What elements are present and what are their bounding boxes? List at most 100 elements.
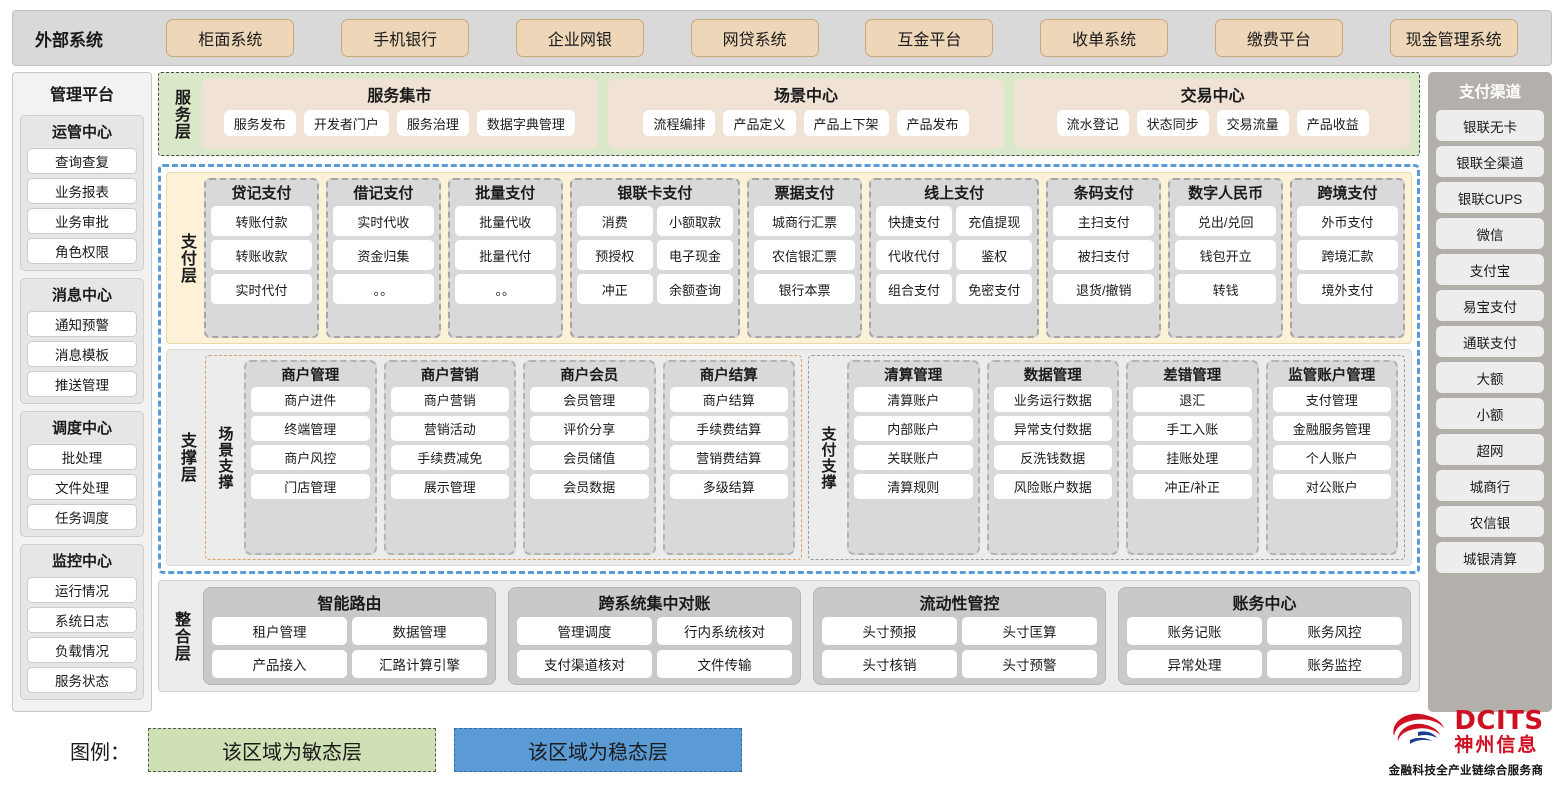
payment-channel-item[interactable]: 银联无卡 <box>1436 110 1544 141</box>
support-item[interactable]: 商户进件 <box>251 387 370 412</box>
payment-channel-item[interactable]: 小额 <box>1436 398 1544 429</box>
payment-channel-item[interactable]: 银联CUPS <box>1436 182 1544 213</box>
payment-item[interactable]: 境外支付 <box>1297 274 1398 304</box>
payment-item[interactable]: 快捷支付 <box>875 206 953 236</box>
external-system-chip[interactable]: 互金平台 <box>865 19 994 57</box>
payment-item[interactable]: 转账付款 <box>211 206 312 236</box>
payment-item[interactable]: 免密支付 <box>956 274 1033 304</box>
integration-item[interactable]: 产品接入 <box>212 650 347 678</box>
payment-channel-item[interactable]: 通联支付 <box>1436 326 1544 357</box>
support-item[interactable]: 内部账户 <box>854 416 973 441</box>
payment-item[interactable]: 。。 <box>332 274 434 304</box>
service-item[interactable]: 状态同步 <box>1136 110 1209 136</box>
external-system-chip[interactable]: 缴费平台 <box>1214 19 1343 57</box>
service-item[interactable]: 产品上下架 <box>803 110 889 136</box>
payment-item[interactable]: 冲正 <box>576 274 653 304</box>
support-item[interactable]: 展示管理 <box>390 474 509 499</box>
service-item[interactable]: 开发者门户 <box>303 110 389 136</box>
support-item[interactable]: 支付管理 <box>1272 387 1391 412</box>
support-item[interactable]: 个人账户 <box>1272 445 1391 470</box>
support-item[interactable]: 反洗钱数据 <box>993 445 1112 470</box>
support-item[interactable]: 清算规则 <box>854 474 973 499</box>
support-item[interactable]: 商户营销 <box>390 387 509 412</box>
service-item[interactable]: 服务发布 <box>223 110 296 136</box>
payment-item[interactable]: 小额取款 <box>656 206 734 236</box>
management-item[interactable]: 业务审批 <box>27 208 137 234</box>
payment-channel-item[interactable]: 支付宝 <box>1436 254 1544 285</box>
external-system-chip[interactable]: 柜面系统 <box>166 19 295 57</box>
external-system-chip[interactable]: 手机银行 <box>341 19 470 57</box>
service-item[interactable]: 数据字典管理 <box>476 110 575 136</box>
integration-item[interactable]: 支付渠道核对 <box>517 650 652 678</box>
support-item[interactable]: 业务运行数据 <box>993 387 1112 412</box>
payment-channel-item[interactable]: 超网 <box>1436 434 1544 465</box>
payment-channel-item[interactable]: 银联全渠道 <box>1436 146 1544 177</box>
management-item[interactable]: 负载情况 <box>27 637 137 663</box>
support-item[interactable]: 门店管理 <box>251 474 370 499</box>
support-item[interactable]: 多级结算 <box>669 474 788 499</box>
integration-item[interactable]: 头寸预报 <box>822 617 957 645</box>
payment-item[interactable]: 钱包开立 <box>1175 240 1277 270</box>
support-item[interactable]: 会员储值 <box>530 445 649 470</box>
payment-item[interactable]: 鉴权 <box>956 240 1033 270</box>
management-item[interactable]: 任务调度 <box>27 504 137 530</box>
support-item[interactable]: 会员数据 <box>530 474 649 499</box>
support-item[interactable]: 清算账户 <box>854 387 973 412</box>
management-item[interactable]: 查询查复 <box>27 148 137 174</box>
support-item[interactable]: 风险账户数据 <box>993 474 1112 499</box>
payment-item[interactable]: 转钱 <box>1175 274 1277 304</box>
service-item[interactable]: 服务治理 <box>396 110 469 136</box>
payment-item[interactable]: 资金归集 <box>332 240 434 270</box>
management-item[interactable]: 系统日志 <box>27 607 137 633</box>
support-item[interactable]: 终端管理 <box>251 416 370 441</box>
support-item[interactable]: 挂账处理 <box>1133 445 1252 470</box>
integration-item[interactable]: 行内系统核对 <box>657 617 792 645</box>
payment-item[interactable]: 外币支付 <box>1297 206 1398 236</box>
management-item[interactable]: 文件处理 <box>27 474 137 500</box>
management-item[interactable]: 服务状态 <box>27 667 137 693</box>
management-item[interactable]: 业务报表 <box>27 178 137 204</box>
payment-item[interactable]: 代收代付 <box>875 240 953 270</box>
integration-item[interactable]: 头寸匡算 <box>962 617 1097 645</box>
integration-item[interactable]: 异常处理 <box>1127 650 1262 678</box>
payment-item[interactable]: 转账收款 <box>211 240 312 270</box>
integration-item[interactable]: 租户管理 <box>212 617 347 645</box>
management-item[interactable]: 消息模板 <box>27 341 137 367</box>
support-item[interactable]: 会员管理 <box>530 387 649 412</box>
management-item[interactable]: 运行情况 <box>27 577 137 603</box>
support-item[interactable]: 退汇 <box>1133 387 1252 412</box>
support-item[interactable]: 异常支付数据 <box>993 416 1112 441</box>
management-item[interactable]: 推送管理 <box>27 371 137 397</box>
external-system-chip[interactable]: 收单系统 <box>1040 19 1169 57</box>
integration-item[interactable]: 账务记账 <box>1127 617 1262 645</box>
support-item[interactable]: 营销活动 <box>390 416 509 441</box>
payment-item[interactable]: 主扫支付 <box>1053 206 1155 236</box>
payment-channel-item[interactable]: 易宝支付 <box>1436 290 1544 321</box>
payment-item[interactable]: 余额查询 <box>656 274 734 304</box>
payment-item[interactable]: 预授权 <box>576 240 653 270</box>
service-item[interactable]: 流水登记 <box>1056 110 1129 136</box>
payment-item[interactable]: 批量代付 <box>454 240 556 270</box>
payment-item[interactable]: 城商行汇票 <box>754 206 855 236</box>
integration-item[interactable]: 管理调度 <box>517 617 652 645</box>
payment-item[interactable]: 组合支付 <box>875 274 953 304</box>
payment-item[interactable]: 银行本票 <box>754 274 855 304</box>
service-item[interactable]: 产品发布 <box>896 110 969 136</box>
payment-item[interactable]: 退货/撤销 <box>1053 274 1155 304</box>
service-item[interactable]: 交易流量 <box>1216 110 1289 136</box>
integration-item[interactable]: 汇路计算引擎 <box>352 650 487 678</box>
integration-item[interactable]: 头寸核销 <box>822 650 957 678</box>
payment-item[interactable]: 充值提现 <box>956 206 1033 236</box>
integration-item[interactable]: 文件传输 <box>657 650 792 678</box>
support-item[interactable]: 营销费结算 <box>669 445 788 470</box>
management-item[interactable]: 批处理 <box>27 444 137 470</box>
payment-item[interactable]: 农信银汇票 <box>754 240 855 270</box>
payment-channel-item[interactable]: 城银清算 <box>1436 542 1544 573</box>
support-item[interactable]: 手续费减免 <box>390 445 509 470</box>
support-item[interactable]: 手续费结算 <box>669 416 788 441</box>
service-item[interactable]: 流程编排 <box>643 110 716 136</box>
external-system-chip[interactable]: 企业网银 <box>515 19 644 57</box>
support-item[interactable]: 金融服务管理 <box>1272 416 1391 441</box>
payment-item[interactable]: 批量代收 <box>454 206 556 236</box>
external-system-chip[interactable]: 现金管理系统 <box>1389 19 1518 57</box>
